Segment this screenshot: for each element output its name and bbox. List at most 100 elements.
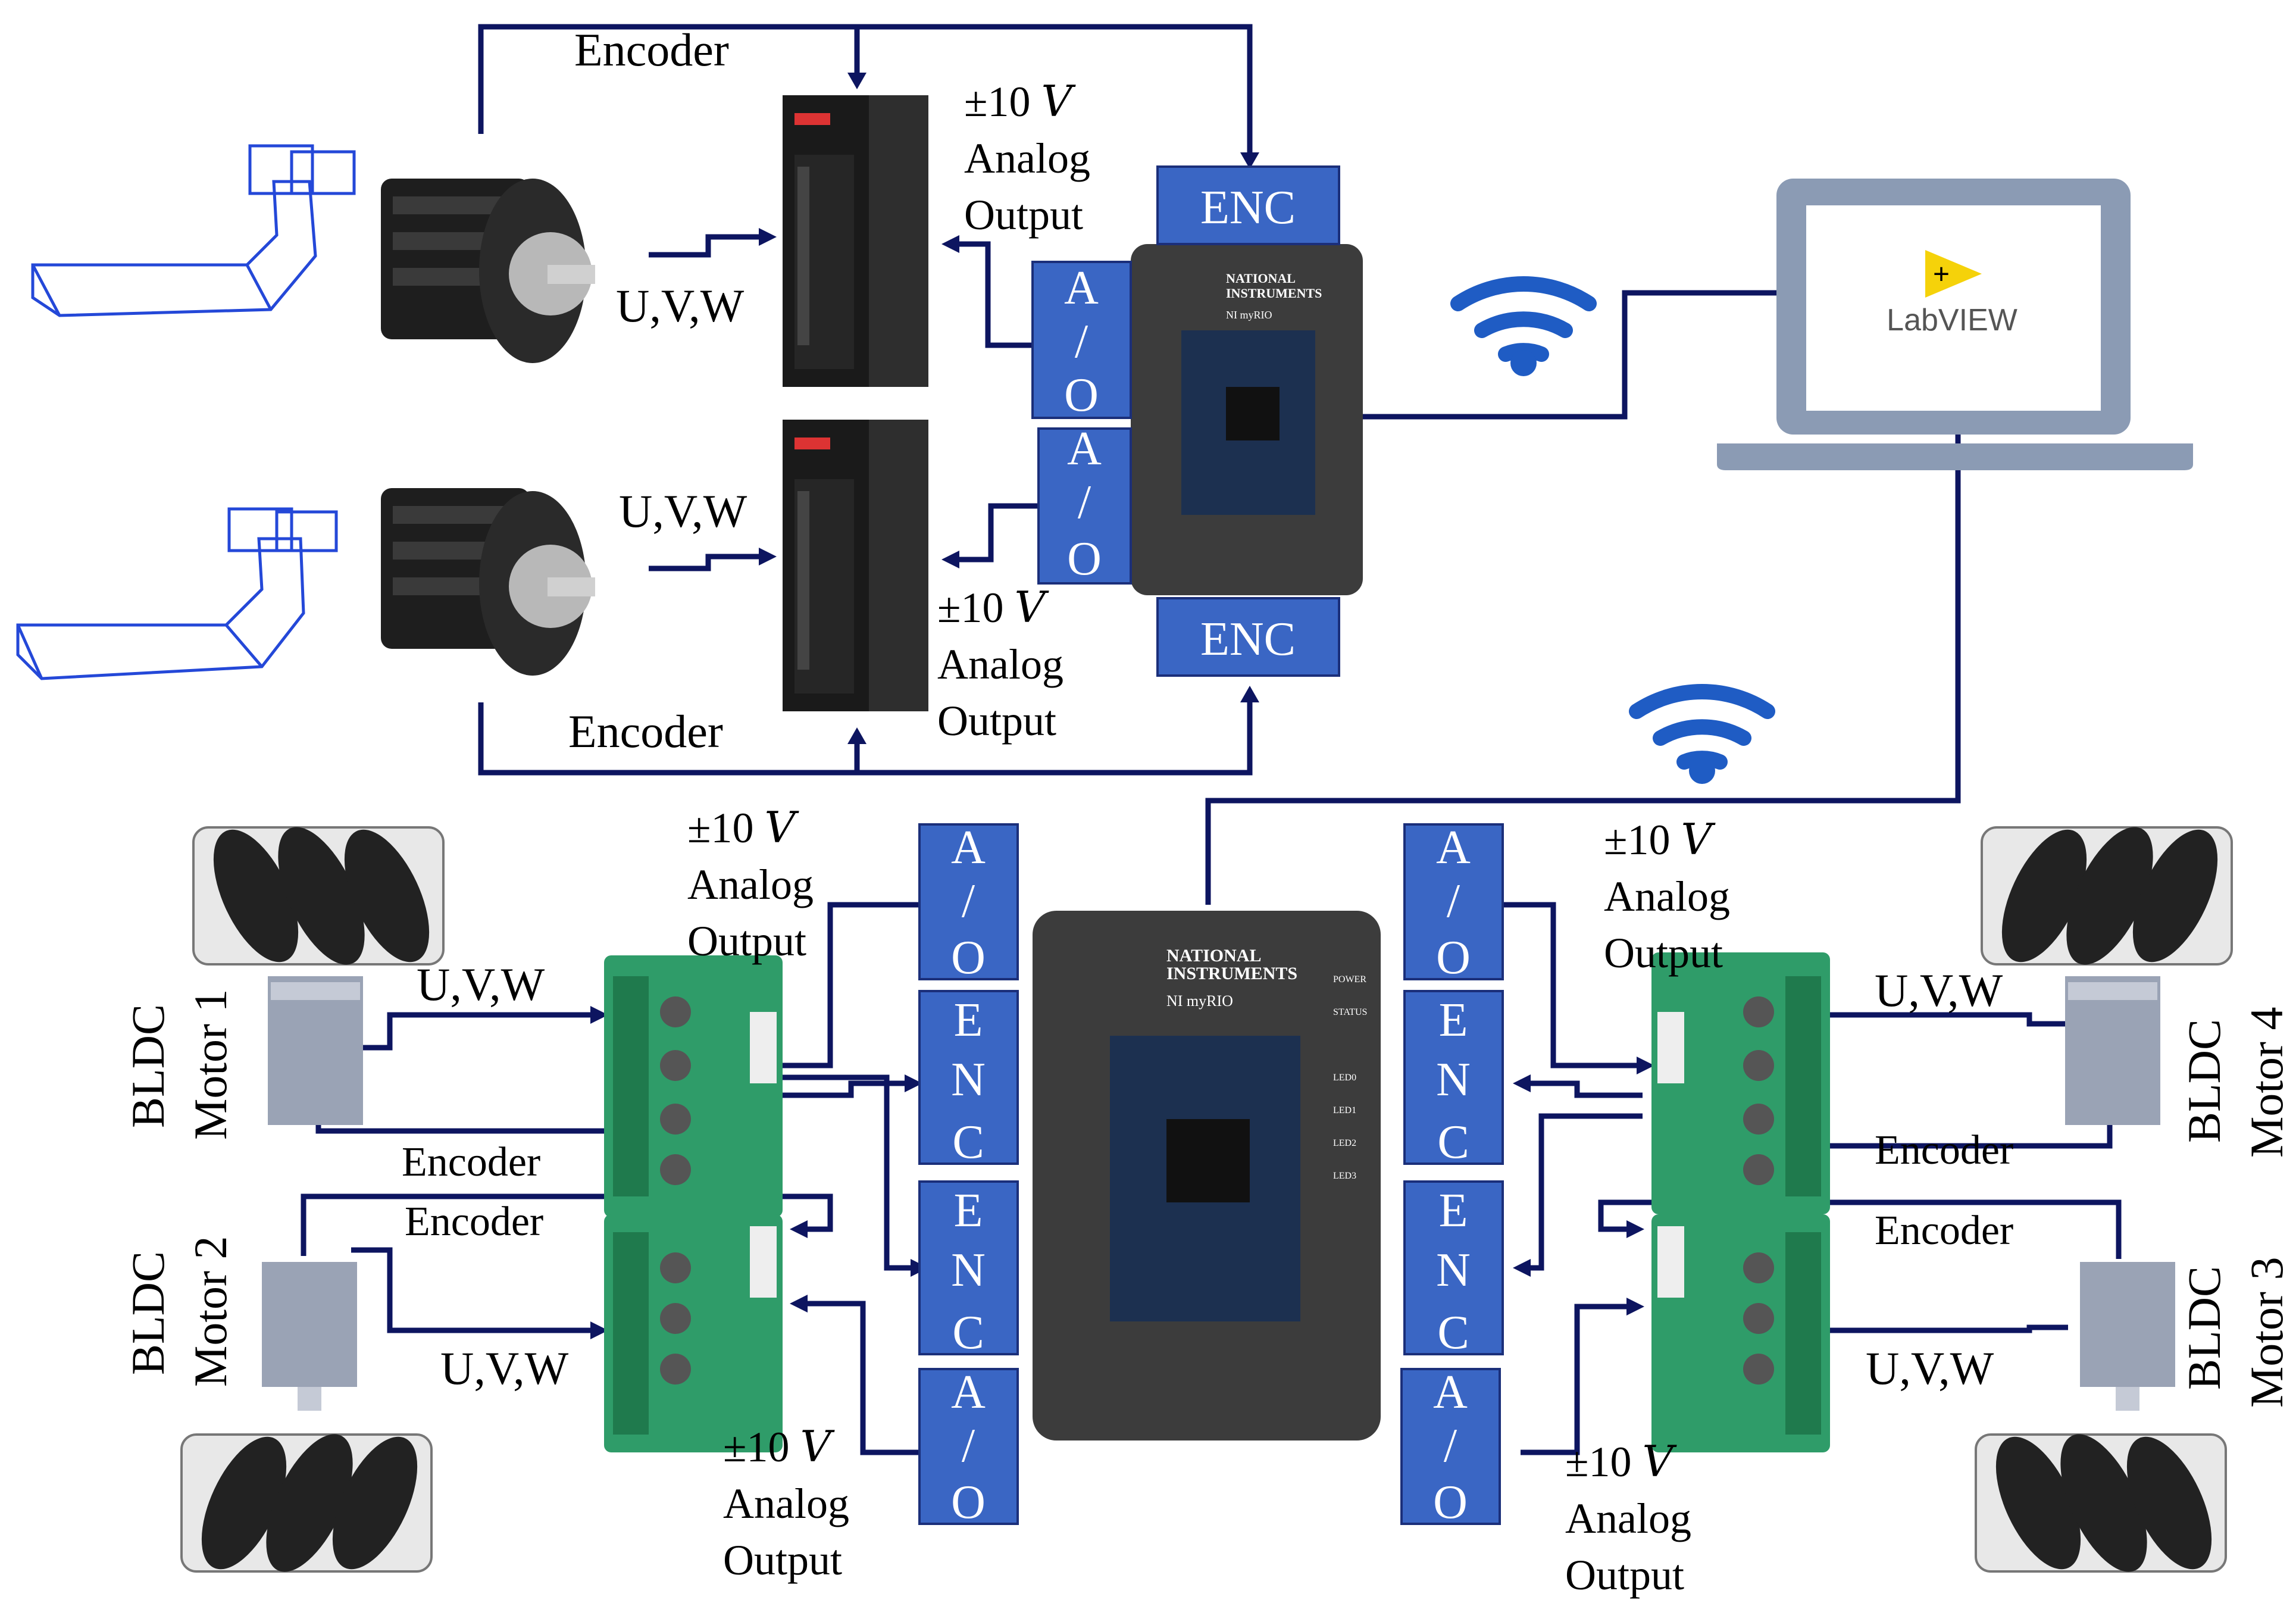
mecanum-wheel-top-right: [1981, 826, 2233, 965]
svg-text:±10 𝑉: ±10 𝑉: [723, 1423, 836, 1471]
uvw-label-top-1: U,V,W: [616, 280, 745, 332]
svg-text:A: A: [1067, 423, 1102, 475]
svg-text:E: E: [1439, 994, 1468, 1046]
encoder-bl-2: Encoder: [405, 1199, 543, 1245]
top-blocks: ENC A / O A / O ENC: [1031, 165, 1340, 677]
svg-text:/: /: [1444, 1420, 1457, 1472]
uvw-bl-1: U,V,W: [417, 958, 545, 1010]
ao-top-2-volt: ±10 𝑉: [937, 584, 1050, 632]
bottom-right-labels: BLDC Motor 4 BLDC Motor 3 U,V,W U,V,W En…: [1565, 816, 2292, 1599]
motor2-line1: BLDC: [122, 1251, 174, 1375]
bottom-right-blocks: A / O E N C E N C A / O: [1400, 821, 1504, 1529]
svg-text:O: O: [951, 1476, 986, 1529]
bldc-motor-4: [2065, 976, 2160, 1125]
ao-top-1-volt: ±10 𝑉: [964, 78, 1077, 126]
svg-text:STATUS: STATUS: [1333, 1007, 1367, 1017]
labview-label: LabVIEW: [1887, 303, 2017, 338]
laptop-icon: + LabVIEW: [1717, 179, 2193, 470]
svg-text:/: /: [962, 875, 975, 927]
svg-text:Output: Output: [687, 917, 806, 965]
svg-text:Analog: Analog: [1565, 1495, 1691, 1542]
motor3-line2: Motor 3: [2241, 1257, 2292, 1408]
svg-text:C: C: [1437, 1116, 1469, 1168]
uvw-br-3: U,V,W: [1866, 1342, 1994, 1394]
svg-text:O: O: [1436, 932, 1471, 984]
bottom-left-blocks: A / O E N C E N C A / O: [918, 821, 1019, 1529]
mecanum-wheel-bottom-right: [1975, 1433, 2227, 1573]
svg-text:C: C: [952, 1116, 984, 1168]
svg-text:/: /: [962, 1420, 975, 1472]
wires: [301, 24, 2122, 1455]
mecanum-wheel-top-left: [192, 826, 445, 965]
enc-block-top-label: ENC: [1200, 182, 1296, 234]
top-labels: Encoder Encoder U,V,W U,V,W ±10 𝑉 Analog…: [568, 24, 1090, 757]
uvw-br-4: U,V,W: [1875, 964, 2003, 1016]
motor3-line1: BLDC: [2178, 1266, 2230, 1390]
myrio-top: NATIONAL INSTRUMENTS NI myRIO: [1131, 244, 1363, 595]
svg-text:N: N: [951, 1244, 986, 1296]
svg-text:±10 𝑉: ±10 𝑉: [687, 804, 800, 852]
svg-text:N: N: [1436, 1244, 1471, 1296]
svg-text:Output: Output: [1604, 929, 1723, 977]
svg-text:A: A: [1436, 821, 1471, 874]
encoder-br-4: Encoder: [1875, 1127, 2013, 1173]
svg-text:E: E: [954, 994, 983, 1046]
svg-text:E: E: [1439, 1185, 1468, 1237]
svg-text:C: C: [1437, 1307, 1469, 1359]
svg-text:+: +: [1933, 257, 1950, 290]
driver-board-right-4: [1651, 952, 1830, 1214]
svg-text:O: O: [1433, 1476, 1468, 1529]
servo-motor-1: [381, 179, 595, 363]
svg-text:LED1: LED1: [1333, 1105, 1356, 1115]
svg-text:A: A: [951, 1366, 986, 1418]
ao-top-1-l1: Analog: [964, 135, 1090, 182]
ao-block-top-1: [1031, 261, 1132, 419]
myrio-bottom: NATIONAL INSTRUMENTS NI myRIO POWER STAT…: [1033, 911, 1381, 1440]
labview-logo-icon: [1925, 250, 1982, 298]
bldc-motor-1: [268, 976, 363, 1125]
enc-block-top: [1156, 165, 1340, 245]
enc-block-bottom-label: ENC: [1200, 613, 1296, 665]
encoder-br-3: Encoder: [1875, 1208, 2013, 1254]
bottom-left-labels: BLDC Motor 1 BLDC Motor 2 U,V,W U,V,W En…: [122, 804, 849, 1584]
svg-text:LED2: LED2: [1333, 1138, 1356, 1148]
ao-block-top-2: [1037, 427, 1132, 585]
svg-text:O: O: [1067, 533, 1102, 585]
svg-text:LED3: LED3: [1333, 1171, 1356, 1181]
svg-text:O: O: [1064, 369, 1099, 421]
motor4-line2: Motor 4: [2241, 1007, 2292, 1158]
uvw-bl-2: U,V,W: [440, 1342, 569, 1394]
svg-text:/: /: [1447, 875, 1460, 927]
encoder-label-bottom: Encoder: [568, 705, 723, 757]
svg-text:INSTRUMENTS: INSTRUMENTS: [1166, 964, 1297, 983]
svg-text:Analog: Analog: [1604, 873, 1730, 920]
mecanum-wheel-bottom-left: [180, 1433, 433, 1573]
motor2-line2: Motor 2: [184, 1236, 236, 1388]
wifi-icon: [1629, 684, 1775, 784]
bldc-motor-3: [2080, 1262, 2175, 1411]
wifi-icon: [1450, 276, 1597, 376]
svg-text:POWER: POWER: [1333, 974, 1366, 985]
svg-text:Output: Output: [723, 1536, 842, 1584]
svg-text:±10 𝑉: ±10 𝑉: [1604, 816, 1716, 864]
myrio-top-brand-1: NATIONAL: [1226, 271, 1296, 286]
bldc-motor-2: [262, 1262, 357, 1411]
svg-text:A: A: [1433, 1366, 1468, 1418]
svg-text:±10 𝑉: ±10 𝑉: [1565, 1438, 1678, 1486]
driver-board-left-2: [604, 1214, 783, 1452]
myrio-top-model: NI myRIO: [1226, 309, 1272, 321]
svg-text:N: N: [951, 1054, 986, 1106]
svg-text:O: O: [951, 932, 986, 984]
svg-text:LED0: LED0: [1333, 1073, 1356, 1083]
svg-text:A: A: [1064, 262, 1099, 314]
svg-text:C: C: [952, 1307, 984, 1359]
encoder-label-top: Encoder: [574, 24, 729, 76]
svg-text:Output: Output: [1565, 1551, 1684, 1599]
motor1-line2: Motor 1: [184, 989, 236, 1140]
servo-motor-2: [381, 488, 595, 676]
svg-text:E: E: [954, 1185, 983, 1237]
svg-text:NATIONAL: NATIONAL: [1166, 946, 1261, 965]
svg-text:NI myRIO: NI myRIO: [1166, 992, 1233, 1010]
svg-text:Analog: Analog: [723, 1480, 849, 1527]
